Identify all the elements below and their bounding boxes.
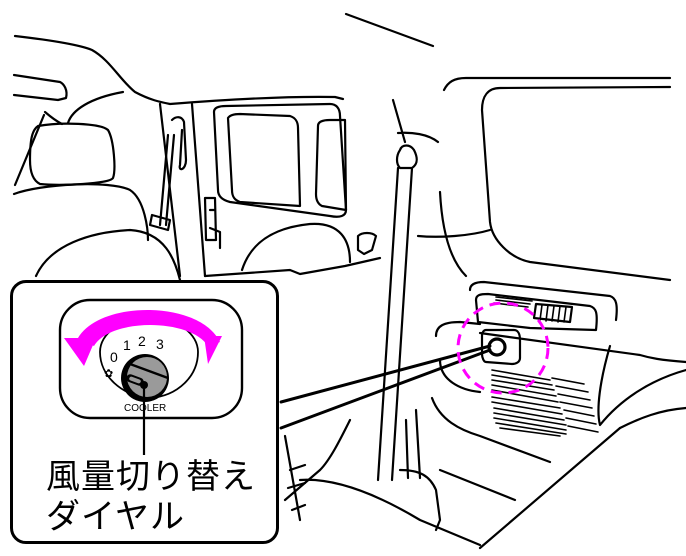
- knob-housing: [480, 328, 522, 366]
- heater-vent-slats: [491, 369, 599, 437]
- dash-edge: [618, 406, 686, 430]
- dial-position-1: 1: [123, 337, 131, 353]
- cooler-label: COOLER: [124, 403, 166, 414]
- left-lower-seat: [283, 418, 352, 522]
- vent-right-slats: [539, 304, 567, 323]
- seatbelt-buckle: [356, 231, 378, 256]
- front-seat-back: [12, 183, 150, 242]
- dial-position-0: 0: [110, 349, 118, 365]
- floor-line-1: [438, 468, 517, 502]
- fan-speed-label-line1: 風量切り替え: [46, 457, 256, 497]
- front-seatbelt: [376, 144, 418, 482]
- dial-knob-slot-inner: [129, 376, 141, 384]
- a-pillar: [438, 190, 468, 278]
- dash-curve: [597, 344, 686, 427]
- fan-icon: ✿: [104, 367, 113, 380]
- callout-pointer-lower: [279, 348, 492, 430]
- rear-window-glass-1: [226, 112, 302, 208]
- headliner: [13, 34, 345, 106]
- arrow-head-right-icon: [204, 336, 222, 364]
- dial-position-3: 3: [156, 336, 164, 352]
- front-seat-back-left: [13, 113, 46, 187]
- headrest-post: [43, 90, 125, 126]
- arrow-head-left-icon: [64, 338, 96, 366]
- rotation-arrow-band: [78, 309, 220, 346]
- front-seat-cushion: [34, 228, 182, 282]
- rear-seat-back: [240, 222, 352, 272]
- glovebox: [434, 320, 482, 394]
- dash-panel: [468, 280, 618, 322]
- highlight-circle: [456, 301, 550, 395]
- lower-dash: [430, 396, 552, 464]
- fan-speed-label-line2: ダイヤル: [46, 497, 185, 537]
- sunvisor: [12, 73, 68, 102]
- shift-lever: [398, 468, 442, 532]
- dash-panel-inner: [474, 292, 598, 332]
- floor-diagonal: [478, 426, 622, 550]
- dash-line: [416, 228, 492, 238]
- dash-lower: [478, 331, 686, 364]
- door-handle: [203, 196, 222, 250]
- lower-seat-struts: [286, 463, 307, 512]
- b-pillar-trim: [391, 98, 440, 144]
- callout-pointer-upper: [279, 344, 492, 404]
- grab-handle: [170, 116, 188, 171]
- center-console: [404, 408, 422, 480]
- rear-window-glass-2: [314, 118, 348, 212]
- rear-seatbelt: [148, 133, 176, 232]
- rear-seat-base: [203, 256, 382, 278]
- roof-line: [344, 12, 435, 48]
- dial-knob-ridge: [129, 362, 169, 380]
- floor-line-2: [298, 478, 482, 547]
- b-pillar-right: [190, 102, 207, 278]
- windshield-top: [442, 76, 672, 92]
- dial-position-2: 2: [138, 333, 146, 349]
- windshield-frame: [480, 85, 672, 282]
